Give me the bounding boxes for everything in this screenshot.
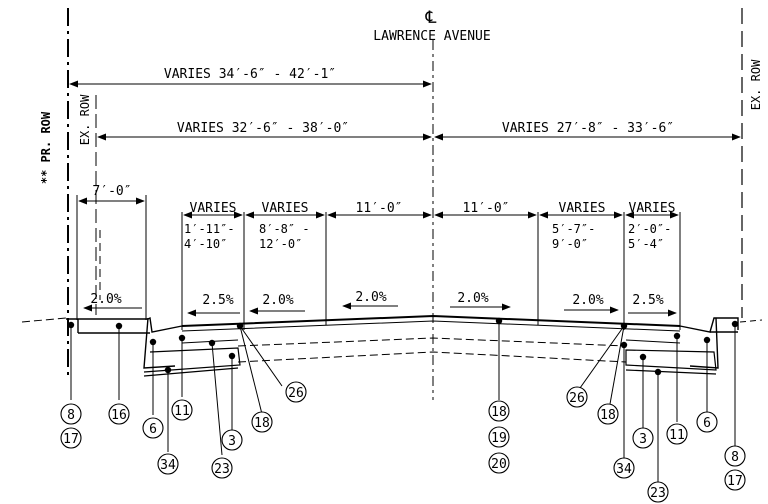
callout-3-left: 3 <box>228 434 236 449</box>
pavement-layer-1 <box>181 320 681 332</box>
subgrade-dash-2 <box>237 351 627 363</box>
callout-17-right: 17 <box>727 474 743 489</box>
callout-18-left: 18 <box>254 416 270 431</box>
right-base-bottom <box>625 369 717 375</box>
callout-16: 16 <box>111 408 127 423</box>
varies-left-inner-title: VARIES <box>262 201 309 216</box>
ex-row-label-left: EX. ROW <box>78 94 92 145</box>
varies-left-outer-line1: 1′-11″- <box>184 222 235 236</box>
varies-left-inner-line1: 8′-8″ - <box>259 222 310 236</box>
callout-11-left: 11 <box>174 404 190 419</box>
slope-lane-left: 2.0% <box>355 290 386 305</box>
right-curb <box>679 317 739 333</box>
callout-17-left: 17 <box>63 432 79 447</box>
callout-18-center: 18 <box>491 405 507 420</box>
callout-8-left: 8 <box>67 408 75 423</box>
callout-19-center: 19 <box>491 431 507 446</box>
dim-pr-row-to-cl: VARIES 34′-6″ - 42′-1″ <box>164 67 336 82</box>
ground-line-right <box>739 319 763 323</box>
varies-left-outer-line2: 4′-10″ <box>184 237 227 251</box>
callout-26-left: 26 <box>288 386 304 401</box>
varies-left-outer-title: VARIES <box>190 201 237 216</box>
callout-34-left: 34 <box>160 458 176 473</box>
pavement-layer-2r <box>625 339 681 344</box>
dim-sidewalk: 7′-0″ <box>92 184 131 199</box>
leader-dots <box>67 317 739 376</box>
callout-34-right: 34 <box>616 462 632 477</box>
callout-11-right: 11 <box>669 428 685 443</box>
callout-numbers: 8 17 16 6 11 34 23 3 18 26 18 19 20 26 1… <box>63 386 743 501</box>
left-base <box>143 347 241 373</box>
ground-line-left <box>21 317 67 323</box>
callout-20-center: 20 <box>491 457 507 472</box>
left-curb <box>143 317 176 369</box>
callout-6-right: 6 <box>703 416 711 431</box>
varies-right-outer-title: VARIES <box>629 201 676 216</box>
callout-6-left: 6 <box>149 422 157 437</box>
centerline-symbol: ℄ <box>425 8 437 28</box>
leader-lines <box>70 321 736 485</box>
callout-23-right: 23 <box>650 486 666 501</box>
left-base-bottom <box>143 367 239 377</box>
dim-ex-row-left: VARIES 32′-6″ - 38′-0″ <box>177 121 349 136</box>
subgrade-dash-1 <box>237 337 627 347</box>
callout-circles <box>60 381 746 503</box>
varies-left-inner-line2: 12′-0″ <box>259 237 302 251</box>
dim-ex-row-right: VARIES 27′-8″ - 33′-6″ <box>502 121 674 136</box>
dim-lane-right: 11′-0″ <box>463 201 510 216</box>
callout-26-right: 26 <box>569 391 585 406</box>
varies-right-outer-line2: 5′-4″ <box>628 237 664 251</box>
left-sidewalk <box>66 316 183 333</box>
slope-gutter-left: 2.5% <box>202 293 233 308</box>
right-curb-back <box>689 317 719 369</box>
slope-parking-right: 2.0% <box>572 293 603 308</box>
pavement-surface <box>181 314 681 327</box>
varies-right-outer-line1: 2′-0″- <box>628 222 671 236</box>
slope-lane-right: 2.0% <box>457 291 488 306</box>
varies-right-inner-title: VARIES <box>559 201 606 216</box>
right-base <box>625 349 717 371</box>
callout-23-left: 23 <box>214 462 230 477</box>
pr-row-label: ** PR. ROW <box>39 111 53 184</box>
varies-right-inner-line2: 9′-0″ <box>552 237 588 251</box>
slope-gutter-right: 2.5% <box>632 293 663 308</box>
street-name: LAWRENCE AVENUE <box>373 29 490 44</box>
callout-18-right: 18 <box>600 408 616 423</box>
callout-8-right: 8 <box>731 450 739 465</box>
callout-3-right: 3 <box>639 432 647 447</box>
varies-right-inner-line1: 5′-7″- <box>552 222 595 236</box>
slope-parking-left: 2.0% <box>262 293 293 308</box>
dim-lane-left: 11′-0″ <box>356 201 403 216</box>
ex-row-label-right: EX. ROW <box>749 59 763 110</box>
slope-sidewalk-left: 2.0% <box>90 292 121 307</box>
